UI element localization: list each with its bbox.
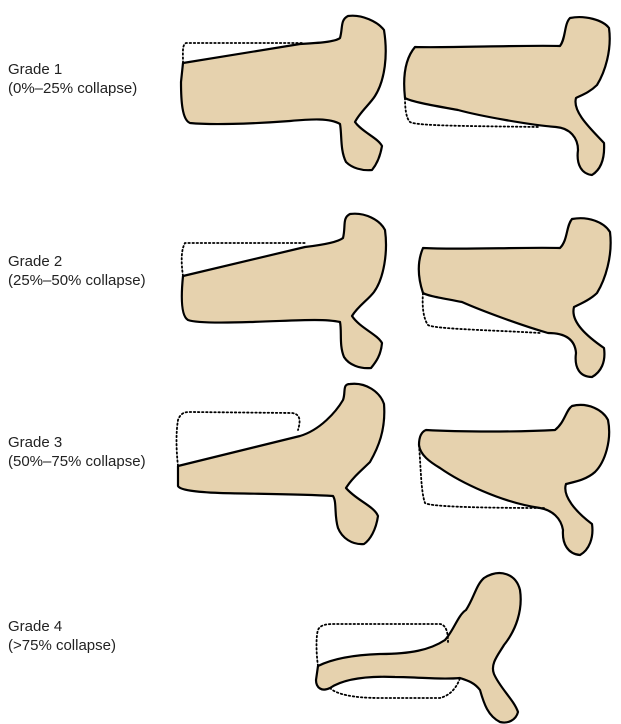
grade-3-wedge-bone: [178, 384, 384, 544]
grade-2-wedge-vertebra: [182, 214, 386, 368]
grade-1-biconcave-bone: [404, 17, 610, 175]
grade-2-biconcave-vertebra: [419, 218, 611, 377]
grade-3-biconcave-bone: [419, 405, 609, 555]
grade-1-biconcave-vertebra: [404, 17, 610, 175]
grade-4-bone: [316, 573, 521, 722]
grade-1-wedge-bone: [181, 16, 386, 171]
grade-3-wedge-vertebra: [177, 384, 385, 544]
grade-3-biconcave-vertebra: [419, 405, 609, 555]
grade-4-vertebra: [316, 573, 521, 722]
grade-2-biconcave-bone: [419, 218, 611, 377]
grade-1-wedge-vertebra: [181, 16, 386, 171]
grade-2-wedge-bone: [182, 214, 386, 368]
